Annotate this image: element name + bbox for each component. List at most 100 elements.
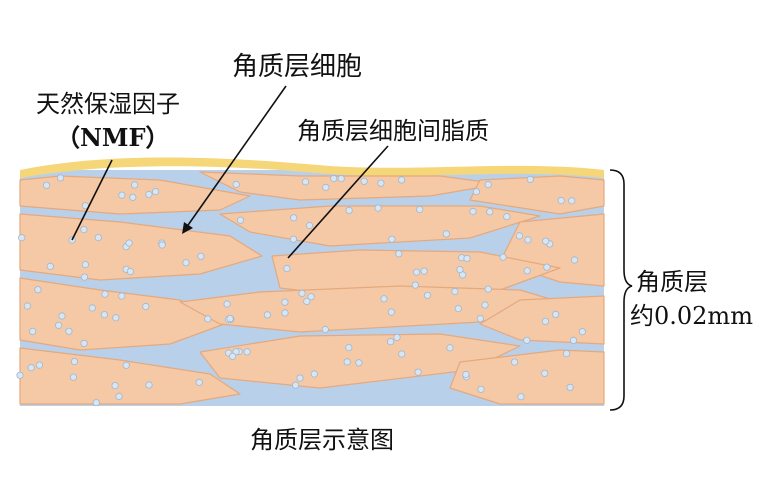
nmf-particle (543, 263, 551, 271)
nmf-particle (65, 327, 73, 335)
nmf-particle (416, 205, 424, 214)
nmf-particle (152, 188, 160, 196)
surface-film (20, 157, 604, 178)
nmf-particle (310, 370, 318, 378)
nmf-particle (454, 304, 462, 313)
nmf-particle (42, 181, 51, 189)
nmf-particle (484, 180, 492, 189)
nmf-particle (472, 188, 480, 196)
lipid-pointer-line (287, 145, 389, 259)
nmf-particle (291, 381, 300, 389)
nmf-particle (395, 250, 403, 258)
corneocyte-label: 角质层细胞 (232, 52, 363, 82)
nmf-particle (118, 191, 126, 199)
nmf-particle (125, 239, 133, 247)
nmf-particle (374, 204, 382, 212)
nmf-particle (34, 286, 42, 294)
corneocyte-cell (19, 277, 231, 351)
nmf-particle (301, 178, 310, 186)
nmf-particle (484, 285, 492, 293)
nmf-particle (204, 315, 212, 323)
corneocyte-cell (479, 295, 605, 345)
nmf-particle (442, 230, 450, 238)
nmf-particle (562, 349, 571, 358)
nmf-particle (411, 281, 419, 289)
nmf-particle (56, 174, 65, 182)
nmf-particle (129, 193, 137, 201)
nmf-particle (290, 214, 298, 222)
nmf-label: 天然保湿因子 (36, 90, 180, 118)
nmf-particle (197, 252, 205, 260)
nmf-particle (158, 241, 166, 249)
nmf-particle (330, 174, 338, 183)
layer-name-label: 角质层 (636, 268, 708, 296)
corneocyte-arrowhead (182, 222, 193, 234)
nmf-particle (322, 183, 330, 191)
nmf-particle (142, 302, 150, 311)
nmf-particle (18, 234, 26, 242)
nmf-particle (131, 181, 139, 189)
nmf-particle (469, 207, 477, 216)
corneocyte-pointer-line (185, 85, 287, 229)
corneocyte-cell (449, 349, 605, 405)
nmf-particle (236, 216, 245, 224)
nmf-particle (321, 325, 329, 334)
nmf-particle (80, 339, 88, 347)
nmf-particle (355, 359, 363, 367)
nmf-particle (510, 358, 519, 366)
nmf-particle (182, 259, 190, 267)
nmf-particle (27, 364, 35, 372)
nmf-particle (88, 304, 96, 312)
nmf-particle (126, 267, 134, 276)
nmf-particle (420, 267, 428, 275)
nmf-particle (456, 265, 464, 274)
nmf-particle (111, 381, 119, 390)
nmf-particle (397, 176, 406, 184)
intercellular-lipid-label: 角质层细胞间脂质 (297, 117, 489, 145)
thickness-label: 约0.02mm (630, 302, 753, 330)
nmf-particle (393, 333, 401, 341)
nmf-particle (517, 393, 525, 401)
diagram-caption: 角质层示意图 (250, 426, 394, 454)
nmf-particle (541, 369, 549, 377)
nmf-particle (296, 374, 304, 382)
nmf-particle (337, 175, 345, 183)
nmf-particle (481, 301, 489, 309)
nmf-particle (524, 236, 532, 244)
nmf-pointer-line (71, 159, 113, 241)
corneocyte-cell (219, 205, 541, 247)
nmf-particle (386, 338, 395, 346)
nmf-particle (476, 314, 484, 323)
nmf-particle (557, 197, 565, 205)
nmf-particle (281, 309, 289, 317)
nmf-particle (283, 264, 291, 273)
nmf-particle (223, 300, 231, 308)
nmf-particle (552, 310, 560, 318)
nmf-abbrev-label: （NMF） (56, 123, 170, 152)
nmf-particle (145, 381, 153, 389)
nmf-particle (58, 312, 66, 320)
nmf-particle (345, 206, 353, 214)
nmf-particle (263, 311, 271, 319)
nmf-particle (541, 317, 550, 325)
nmf-particle (92, 399, 100, 407)
nmf-particle (398, 350, 406, 358)
nmf-particle (568, 197, 576, 205)
nmf-particle (503, 213, 511, 221)
nmf-particle (387, 308, 395, 316)
nmf-particle (423, 291, 432, 299)
nmf-particle (451, 287, 459, 296)
nmf-particle (486, 208, 494, 216)
nmf-particle (569, 336, 578, 344)
nmf-particle (462, 370, 470, 379)
nmf-particle (100, 311, 109, 319)
nmf-particle (232, 180, 240, 188)
thickness-bracket (609, 169, 633, 411)
nmf-particle (360, 177, 368, 185)
nmf-particle (412, 268, 421, 276)
nmf-particle (289, 235, 298, 243)
nmf-particle (345, 343, 353, 352)
nmf-particle (226, 314, 234, 323)
corneocyte-cell (199, 171, 501, 201)
